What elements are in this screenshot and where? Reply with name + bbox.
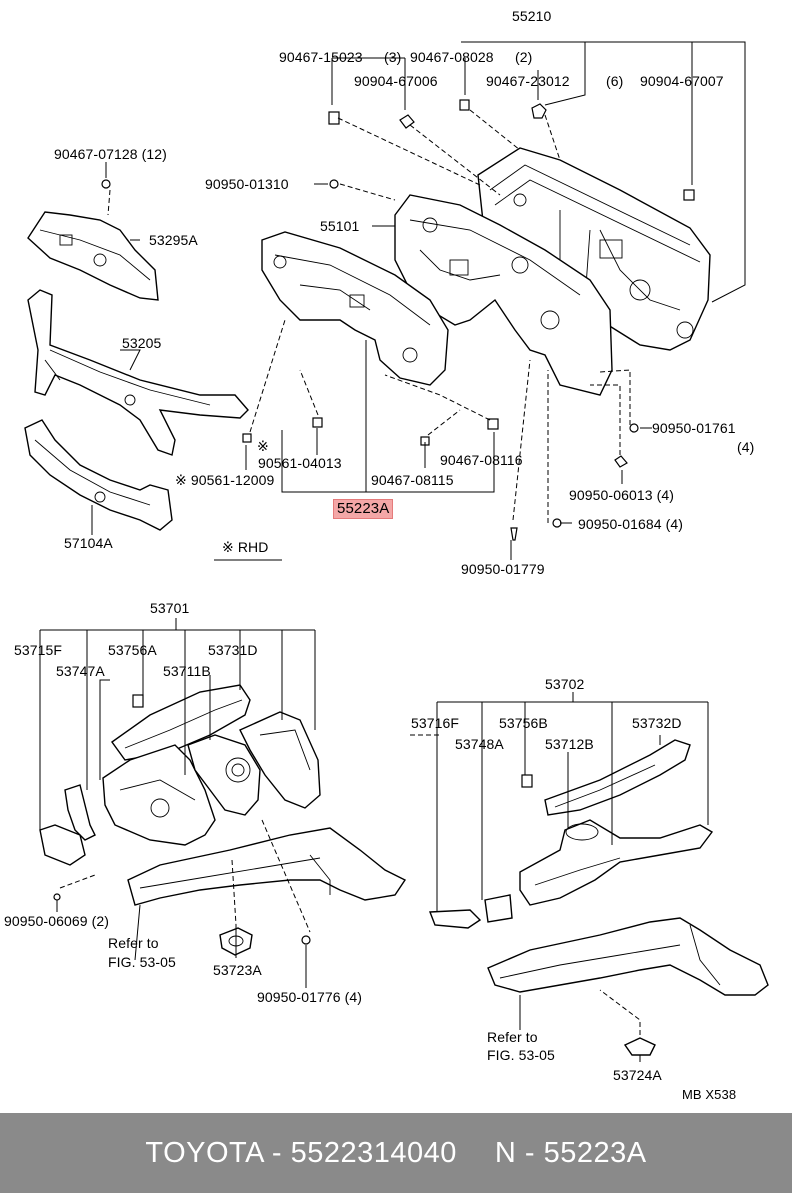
label-90467-08115: 90467-08115 (371, 472, 454, 488)
label-53205: 53205 (122, 335, 162, 351)
bottom-left-leader-lines (39, 618, 316, 988)
label-90950-01761: 90950-01761 (652, 420, 736, 436)
apron-assembly-53701 (39, 684, 407, 956)
label-90561-12009: ※ 90561-12009 (175, 472, 275, 488)
label-53732D: 53732D (632, 715, 682, 731)
label-90950-01310: 90950-01310 (205, 176, 289, 192)
top-leader-lines (91, 41, 746, 561)
label-90467-23012-qty: (6) (606, 73, 624, 89)
label-53711B: 53711B (163, 663, 211, 679)
label-55101: 55101 (320, 218, 360, 234)
label-53716F: 53716F (411, 715, 460, 731)
label-53712B: 53712B (545, 736, 594, 752)
label-refer-right-1: Refer to (487, 1029, 538, 1045)
label-53724A: 53724A (613, 1067, 662, 1083)
top-dashed-lines (107, 109, 631, 523)
part-footer-bar: TOYOTA - 5522314040 N - 55223A (0, 1113, 792, 1193)
label-53702: 53702 (545, 676, 585, 692)
insulator-55223A (261, 231, 449, 386)
label-53756A: 53756A (108, 642, 157, 658)
label-90904-67007: 90904-67007 (640, 73, 724, 89)
label-90950-01776: 90950-01776 (4) (257, 989, 363, 1005)
label-53756B: 53756B (499, 715, 548, 731)
label-refer-left-2: FIG. 53-05 (108, 954, 176, 970)
label-57104A: 57104A (64, 535, 113, 551)
label-53295A: 53295A (149, 232, 198, 248)
parts-diagram: 55210 90467-15023 (3) 90467-08028 (2) 90… (4, 8, 769, 1102)
label-90467-08028: 90467-08028 (410, 49, 494, 65)
bracket-53295A (27, 211, 159, 301)
label-rhd-note: ※ RHD (222, 539, 269, 555)
label-53747A: 53747A (56, 663, 105, 679)
label-refer-left-1: Refer to (108, 935, 159, 951)
label-53715F: 53715F (14, 642, 63, 658)
apron-assembly-53702 (428, 739, 769, 1056)
label-90467-15023-qty: (3) (384, 49, 402, 65)
label-mb-code: MB X538 (682, 1087, 737, 1102)
crossmember-57104A (24, 419, 173, 531)
label-53723A: 53723A (213, 962, 262, 978)
label-90950-01779: 90950-01779 (461, 561, 545, 577)
bottom-right-leader-lines (410, 692, 709, 1062)
diagram-drawing (24, 41, 769, 1062)
star-mark: ※ (257, 438, 269, 454)
label-90467-07128: 90467-07128 (12) (54, 146, 167, 162)
radiator-support-53205 (27, 289, 249, 456)
label-90950-06013: 90950-06013 (4) (569, 487, 675, 503)
label-53748A: 53748A (455, 736, 504, 752)
footer-brand-part-number: TOYOTA - 5522314040 (145, 1136, 457, 1169)
label-90950-01684: 90950-01684 (4) (578, 516, 684, 532)
label-90904-67006: 90904-67006 (354, 73, 438, 89)
label-53701: 53701 (150, 600, 190, 616)
label-90561-04013: 90561-04013 (258, 455, 342, 471)
label-90467-23012: 90467-23012 (486, 73, 570, 89)
label-53731D: 53731D (208, 642, 258, 658)
top-bolts (101, 99, 695, 541)
label-55210: 55210 (512, 8, 552, 24)
footer-reference-number: N - 55223A (494, 1136, 647, 1169)
label-90467-08028-qty: (2) (515, 49, 533, 65)
label-90467-08116: 90467-08116 (440, 452, 523, 468)
label-refer-right-2: FIG. 53-05 (487, 1047, 555, 1063)
label-90950-01761-qty: (4) (737, 439, 755, 455)
label-55223A-highlighted: 55223A (333, 499, 394, 519)
label-90950-06069: 90950-06069 (2) (4, 913, 110, 929)
label-90467-15023: 90467-15023 (279, 49, 363, 65)
